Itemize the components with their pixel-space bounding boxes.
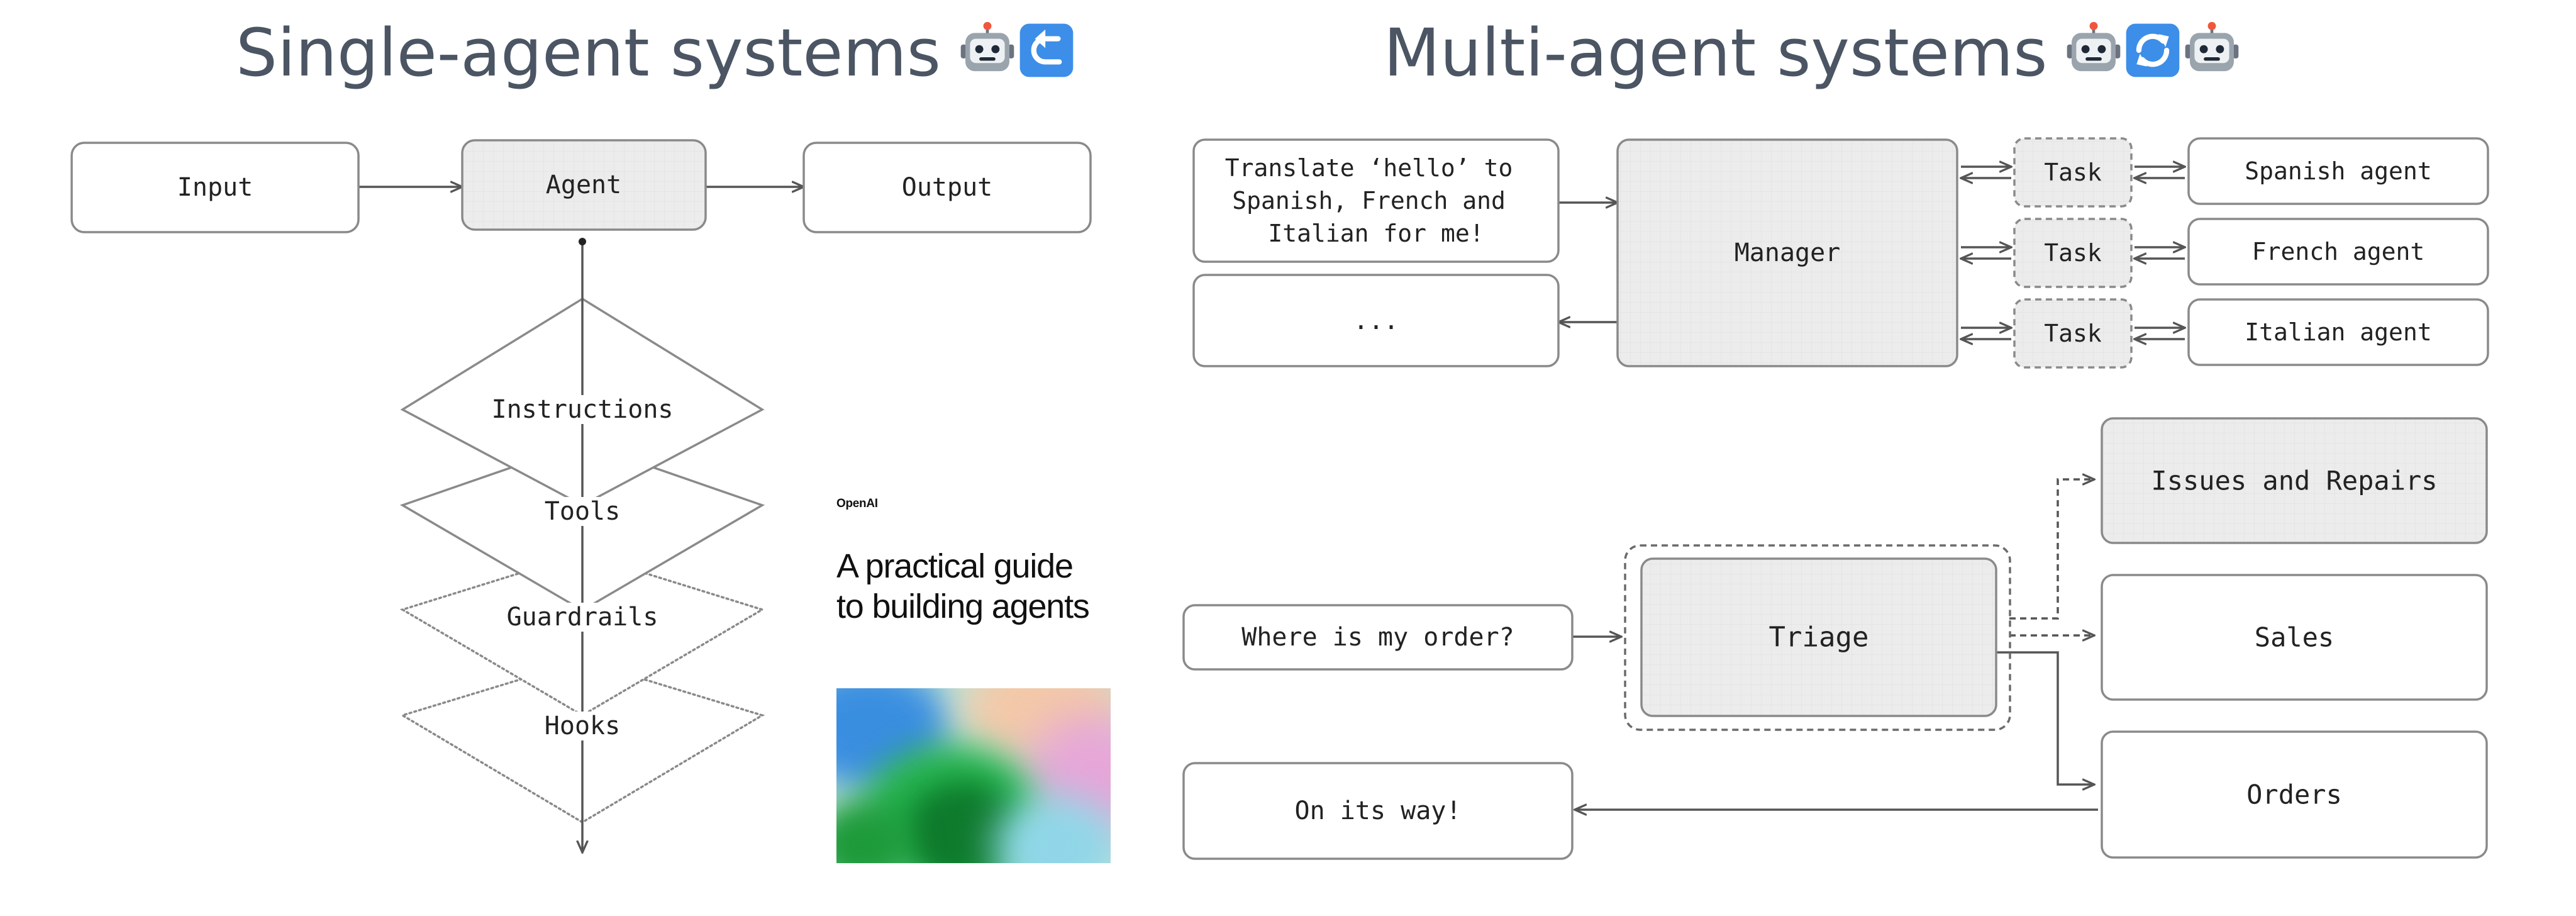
manager-box: Manager [1616, 138, 1958, 367]
input-label: Input [177, 173, 253, 202]
manager-label: Manager [1735, 238, 1841, 267]
input-box: Input [70, 142, 360, 233]
task-label: Task [2044, 159, 2102, 186]
cover-brand-logo: OpenAI [836, 497, 878, 510]
task-row-spanish: Task Spanish agent [1961, 137, 2489, 208]
instructions-label: Instructions [492, 395, 674, 424]
robot-icon [2185, 21, 2239, 72]
guide-cover: OpenAI A practical guide to building age… [836, 497, 1113, 863]
task-label: Task [2044, 320, 2102, 347]
triage-box: Triage [1624, 544, 2011, 731]
return-arrow-icon [1019, 23, 1074, 77]
single-agent-heading-text: Single-agent systems [236, 14, 941, 91]
orders-box: Orders [2101, 730, 2488, 859]
sales-label: Sales [2255, 622, 2334, 653]
cycle-arrows-icon [2126, 23, 2180, 77]
task-label: Task [2044, 239, 2102, 267]
decentralized-pattern-diagram: Where is my order? Triage Issues and Rep… [1182, 417, 2488, 860]
multi-agent-heading: Multi-agent systems [1384, 14, 2241, 92]
agent-label: Agent [546, 170, 621, 199]
question-text: Where is my order? [1241, 623, 1514, 652]
triage-group-outline [1624, 544, 2011, 731]
hooks-label: Hooks [545, 712, 620, 740]
manager-pattern-diagram: Translate ‘hello’ to Spanish, French and… [1192, 137, 2489, 369]
stack-origin-dot [579, 238, 586, 245]
triage-to-orders-arrow [1995, 651, 2094, 785]
reply-text: On its way! [1295, 796, 1462, 825]
guardrails-label: Guardrails [507, 603, 658, 632]
issues-and-repairs-box: Issues and Repairs [2101, 417, 2488, 544]
output-box: Output [802, 142, 1092, 233]
robot-icon [960, 21, 1014, 72]
spanish-agent-label: Spanish agent [2245, 157, 2431, 185]
issues-and-repairs-label: Issues and Repairs [2151, 466, 2437, 496]
layer-stack: Instructions Tools Guardrails Hooks [399, 238, 765, 852]
response-box: ... [1192, 274, 1560, 367]
robot-icon [2067, 21, 2121, 72]
cover-artwork [836, 688, 1111, 863]
orders-label: Orders [2246, 779, 2342, 810]
italian-agent-label: Italian agent [2245, 318, 2431, 346]
task-row-italian: Task Italian agent [1961, 298, 2489, 369]
question-box: Where is my order? [1182, 604, 1574, 671]
sales-box: Sales [2101, 574, 2488, 701]
triage-to-issues-arrow [2009, 479, 2094, 620]
task-row-french: Task French agent [1961, 218, 2489, 288]
french-agent-label: French agent [2252, 238, 2425, 265]
triage-label: Triage [1769, 622, 1869, 654]
single-agent-diagram: Input Agent Output Instructions Tools Gu… [70, 139, 1092, 852]
tools-label: Tools [545, 497, 620, 526]
request-box: Translate ‘hello’ to Spanish, French and… [1192, 138, 1560, 263]
response-text: ... [1353, 306, 1399, 335]
request-text: Translate ‘hello’ to Spanish, French and… [1225, 154, 1527, 247]
multi-agent-heading-text: Multi-agent systems [1384, 14, 2048, 91]
agent-box: Agent [461, 139, 707, 231]
reply-box: On its way! [1182, 762, 1574, 860]
single-agent-heading: Single-agent systems [236, 14, 1075, 92]
cover-title: A practical guide to building agents [836, 547, 1090, 625]
output-label: Output [902, 173, 993, 202]
